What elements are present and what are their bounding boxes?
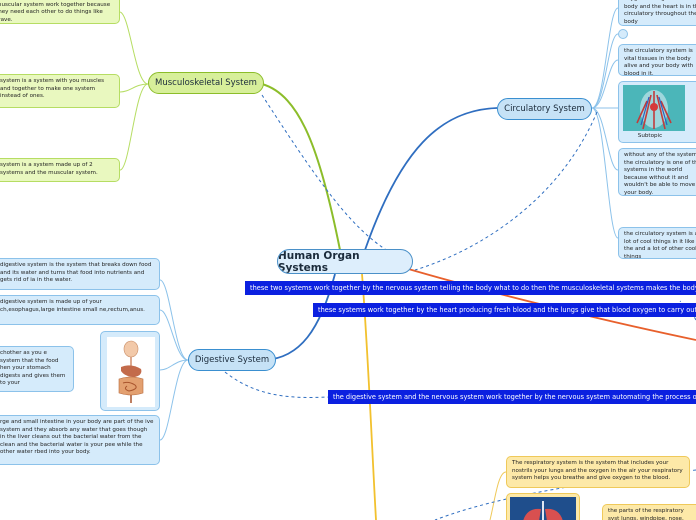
relationship-line-digestive bbox=[224, 371, 331, 398]
musculoskeletal-note-1-text: system and why the skeletal system and m… bbox=[0, 1, 111, 23]
link-dig-note-3 bbox=[159, 359, 189, 371]
digestive-image-card[interactable] bbox=[100, 331, 160, 411]
link-central-circulatory bbox=[364, 107, 498, 251]
respiratory-note-2[interactable]: the parts of the respiratory syst lungs,… bbox=[602, 504, 696, 520]
relationship-label-heart-lungs[interactable]: these systems work together by the heart… bbox=[313, 303, 696, 317]
relationship-line-circulatory bbox=[414, 111, 598, 271]
relationship-text-1: these two systems work together by the n… bbox=[250, 284, 696, 292]
musculoskeletal-topic[interactable]: Musculoskeletal System bbox=[148, 72, 264, 94]
musculoskeletal-note-2[interactable]: system is a system with you muscles and … bbox=[0, 74, 120, 108]
circulatory-topic[interactable]: Circulatory System bbox=[497, 98, 592, 120]
digestive-note-4-text: rge and small intestine in your body are… bbox=[0, 419, 154, 456]
link-circ-note-6 bbox=[591, 107, 619, 239]
musculoskeletal-note-3-text: system is a system made up of 2 systems … bbox=[0, 162, 98, 176]
relationship-label-digestive-nervous[interactable]: the digestive system and the nervous sys… bbox=[328, 390, 696, 404]
link-musculo-note-3 bbox=[119, 83, 149, 171]
circulatory-illustration-icon bbox=[623, 85, 685, 131]
lungs-illustration-icon bbox=[510, 497, 576, 520]
circulatory-note-3-text: the circulatory system is vital tissues … bbox=[624, 48, 694, 76]
link-dig-note-1 bbox=[159, 279, 189, 361]
digestive-note-3[interactable]: chother as you e system that the food he… bbox=[0, 346, 74, 392]
relationship-label-nervous-musculoskeletal[interactable]: these two systems work together by the n… bbox=[245, 281, 696, 295]
musculoskeletal-note-3[interactable]: system is a system made up of 2 systems … bbox=[0, 158, 120, 182]
relationship-text-3: the digestive system and the nervous sys… bbox=[333, 393, 696, 401]
circulatory-label: Circulatory System bbox=[504, 104, 585, 114]
link-central-musculoskeletal bbox=[261, 83, 341, 251]
musculoskeletal-label: Musculoskeletal System bbox=[155, 78, 257, 88]
digestive-label: Digestive System bbox=[194, 355, 270, 365]
circulatory-image-card[interactable]: Subtopic bbox=[618, 81, 696, 143]
respiratory-note-1-text: The respiratory system is the system tha… bbox=[512, 460, 683, 482]
circulatory-image-caption: Subtopic bbox=[637, 133, 663, 139]
musculoskeletal-note-2-text: system is a system with you muscles and … bbox=[0, 78, 105, 100]
respiratory-note-1[interactable]: The respiratory system is the system tha… bbox=[506, 456, 690, 488]
link-dig-note-2 bbox=[159, 309, 189, 361]
digestive-note-3-text: chother as you e system that the food he… bbox=[0, 350, 66, 387]
link-resp-note-1 bbox=[489, 471, 507, 520]
respiratory-image-card[interactable] bbox=[506, 493, 580, 520]
central-topic[interactable]: Human Organ Systems bbox=[277, 249, 413, 274]
circulatory-note-5[interactable]: the circulatory system is a lot of cool … bbox=[618, 227, 696, 259]
musculoskeletal-note-1[interactable]: system and why the skeletal system and m… bbox=[0, 0, 120, 24]
link-musculo-note-2 bbox=[119, 83, 149, 93]
digestive-note-2[interactable]: digestive system is made up of your ch,e… bbox=[0, 295, 160, 325]
central-topic-label: Human Organ Systems bbox=[278, 249, 360, 274]
link-musculo-note-1 bbox=[119, 11, 149, 85]
circulatory-note-3[interactable]: the circulatory system is vital tissues … bbox=[618, 44, 696, 76]
link-dig-note-4 bbox=[159, 359, 189, 441]
circulatory-note-5-text: the circulatory system is a lot of cool … bbox=[624, 231, 696, 259]
link-circ-note-1 bbox=[591, 7, 619, 109]
circulatory-note-1[interactable]: oxygen throughout the body and the heart… bbox=[618, 0, 696, 26]
link-circ-note-3 bbox=[591, 59, 619, 109]
digestive-note-1[interactable]: digestive system is the system that brea… bbox=[0, 258, 160, 290]
circulatory-note-4[interactable]: without any of the systems the circulato… bbox=[618, 148, 696, 196]
digestive-illustration-icon bbox=[107, 337, 155, 407]
link-circ-note-2 bbox=[591, 33, 619, 109]
relationship-text-2: these systems work together by the heart… bbox=[318, 306, 696, 314]
respiratory-note-2-text: the parts of the respiratory syst lungs,… bbox=[608, 508, 684, 520]
digestive-note-2-text: digestive system is made up of your ch,e… bbox=[0, 299, 145, 313]
relationship-line-musculo bbox=[261, 94, 409, 263]
circulatory-note-empty[interactable] bbox=[618, 29, 628, 39]
digestive-note-4[interactable]: rge and small intestine in your body are… bbox=[0, 415, 160, 465]
digestive-topic[interactable]: Digestive System bbox=[188, 349, 276, 371]
digestive-note-1-text: digestive system is the system that brea… bbox=[0, 262, 152, 284]
circulatory-note-4-text: without any of the systems the circulato… bbox=[624, 152, 696, 196]
link-circ-note-5 bbox=[591, 107, 619, 171]
circulatory-note-1-text: oxygen throughout the body and the heart… bbox=[624, 0, 696, 25]
